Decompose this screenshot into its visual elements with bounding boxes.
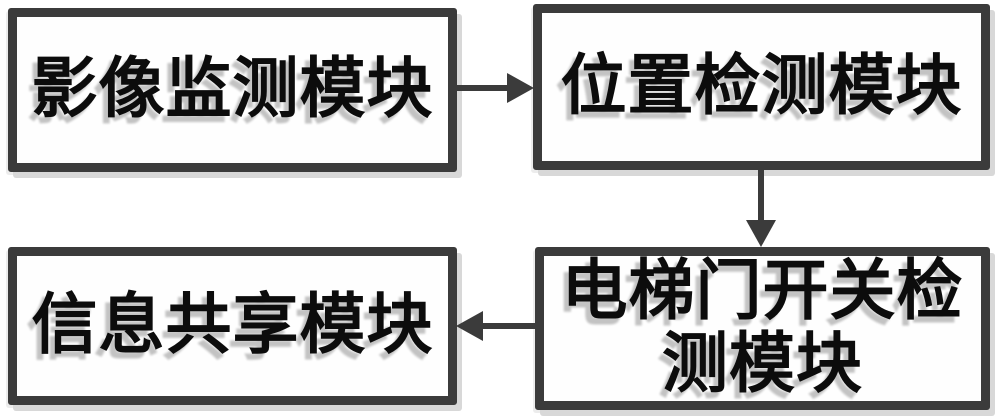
node-info-sharing-label: 信息共享模块 [31,288,434,362]
arrow-right-icon [507,73,534,103]
node-position-detection-label: 位置检测模块 [560,49,963,123]
arrow-left-icon [456,311,483,341]
node-position-detection: 位置检测模块 [533,4,990,170]
node-image-monitoring-label: 影像监测模块 [31,52,434,126]
arrow-shaft [481,323,535,329]
node-door-switch-detection: 电梯门开关检 测模块 [535,247,990,410]
arrow-down-icon [746,220,776,247]
arrow-shaft [457,85,509,91]
node-image-monitoring: 影像监测模块 [8,8,457,172]
node-info-sharing: 信息共享模块 [8,247,457,405]
node-door-switch-detection-label: 电梯门开关检 测模块 [561,254,964,401]
arrow-shaft [758,170,764,222]
